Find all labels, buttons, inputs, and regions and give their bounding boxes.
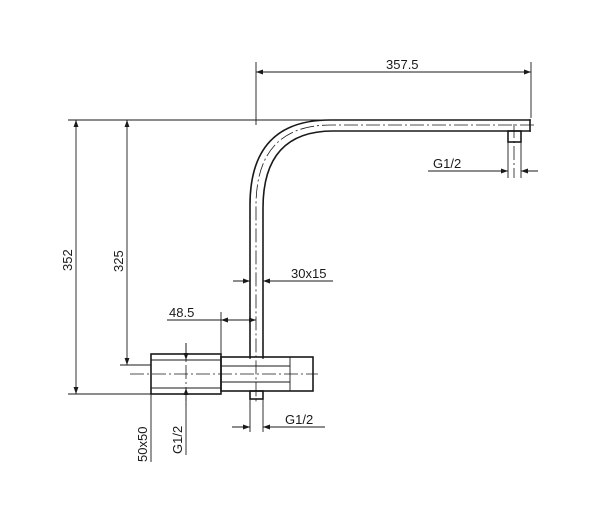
dimension-total-height: 352	[60, 119, 330, 395]
arm-section-label: 30x15	[291, 266, 326, 281]
reach-label: 357.5	[386, 57, 419, 72]
dimension-bottom-inlet-thread: G1/2	[232, 399, 325, 432]
wall-base	[130, 343, 318, 405]
arm-outer-contour	[249, 119, 531, 359]
outlet-thread-label: G1/2	[433, 156, 461, 171]
shower-arm	[249, 119, 534, 402]
dimension-side-inlet-thread: G1/2	[170, 343, 190, 455]
dimension-reach: 357.5	[255, 57, 532, 125]
base-section-label: 50x50	[135, 427, 150, 462]
dimension-base-section: 50x50	[135, 355, 152, 462]
arm-inner-contour	[262, 130, 531, 359]
dimension-arm-section: 30x15	[233, 266, 333, 284]
arm-centerline	[255, 124, 534, 402]
dimension-wall-offset: 48.5	[167, 305, 256, 357]
dimension-arm-height: 325	[111, 120, 151, 366]
side-inlet-thread-label: G1/2	[170, 426, 185, 454]
outlet-nozzle	[507, 124, 522, 178]
outlet-nozzle-body	[507, 130, 522, 143]
dimension-outlet-thread: G1/2	[428, 142, 538, 178]
arm-height-label: 325	[111, 250, 126, 272]
bottom-inlet-thread-label: G1/2	[285, 412, 313, 427]
total-height-label: 352	[60, 249, 75, 271]
bottom-inlet-stub	[249, 390, 264, 400]
wall-offset-label: 48.5	[169, 305, 194, 320]
